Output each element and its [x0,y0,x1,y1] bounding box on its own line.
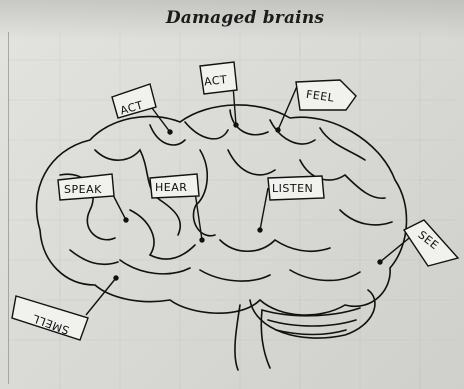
flag-listen: LISTEN [268,176,324,200]
flag-act-2: ACT [200,62,237,94]
flag-act-1: ACT [112,84,156,118]
flag-see: SEE [404,220,458,266]
flag-label-hear: HEAR [155,181,187,194]
flag-smell: SMELL [12,296,88,340]
flag-label-act-2: ACT [203,73,227,88]
flag-feel: FEEL [296,80,356,110]
brain-outline [37,105,407,370]
flag-label-speak: SPEAK [64,183,102,196]
flag-label-listen: LISTEN [272,182,313,195]
flag-hear: HEAR [150,174,199,198]
flag-speak: SPEAK [58,174,114,200]
